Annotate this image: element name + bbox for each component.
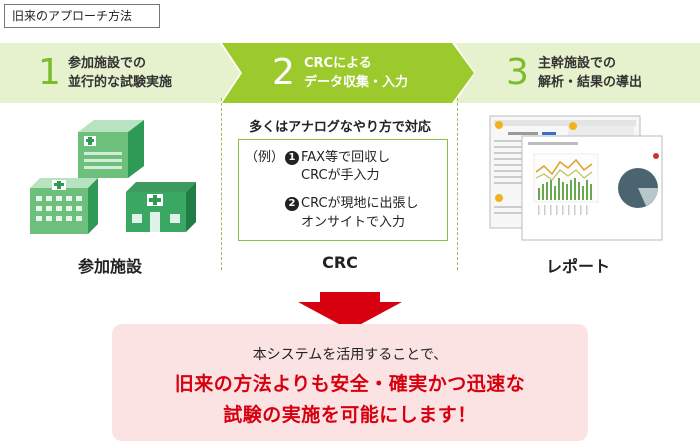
heading-label: 旧来のアプローチ方法 (4, 4, 160, 28)
step-3-text: 主幹施設での 解析・結果の導出 (538, 54, 642, 92)
item-2-line2: オンサイトで入力 (301, 215, 406, 230)
item-1-badge: 1 (285, 151, 299, 165)
item-1-line2: CRCが手入力 (301, 168, 380, 183)
result-line-1: 旧来の方法よりも安全・確実かつ迅速な (174, 373, 526, 395)
step-1-line1: 参加施設での (68, 56, 147, 71)
step-3-line1: 主幹施設での (538, 56, 617, 71)
step-1-shape (0, 43, 240, 103)
step-2-text: CRCによる データ収集・入力 (304, 54, 408, 92)
report-sheet-front (521, 135, 663, 241)
hospital-building-icon (30, 120, 196, 234)
hospital-building-icon-top (78, 120, 144, 178)
process-steps: 1 参加施設での 並行的な試験実施 2 CRCによる データ収集・入力 3 主幹… (0, 43, 700, 103)
crc-label: CRC (322, 253, 358, 272)
result-box: 本システムを活用することで、 旧来の方法よりも安全・確実かつ迅速な 試験の実施を… (112, 324, 588, 441)
report-label: レポート (545, 257, 610, 276)
down-arrow-icon (298, 292, 402, 330)
separator-left (221, 98, 222, 270)
step-1-number: 1 (38, 52, 61, 93)
item-2-line1: CRCが現地に出張し (301, 196, 419, 211)
step-3-shape (455, 43, 700, 103)
step-2-line2: データ収集・入力 (304, 75, 409, 90)
item-1-line1: FAX等で回収し (301, 150, 391, 165)
step-bar-shapes (0, 43, 700, 103)
hospital-building-icon-left (30, 178, 98, 234)
step-2-number: 2 (272, 52, 295, 93)
separator-right (457, 98, 458, 270)
example-prefix: （例） (245, 150, 285, 165)
step-1-line2: 並行的な試験実施 (68, 75, 173, 90)
item-2-badge: 2 (285, 197, 299, 211)
step-2-shape (222, 43, 474, 103)
analog-title: 多くはアナログなやり方で対応 (249, 120, 431, 135)
step-2-line1: CRCによる (304, 56, 372, 71)
step-3-line2: 解析・結果の導出 (538, 75, 643, 90)
hospital-building-icon-right (126, 182, 196, 232)
step-3-number: 3 (506, 52, 529, 93)
facility-label: 参加施設 (77, 257, 142, 276)
result-subtitle: 本システムを活用することで、 (252, 347, 448, 363)
step-1-text: 参加施設での 並行的な試験実施 (68, 54, 172, 92)
report-document-icon (489, 115, 663, 241)
result-line-2: 試験の実施を可能にします！ (223, 404, 477, 426)
